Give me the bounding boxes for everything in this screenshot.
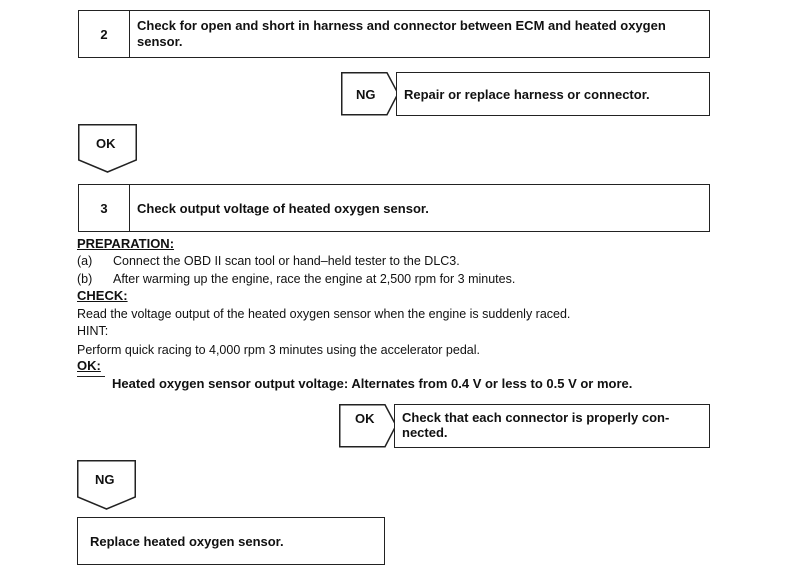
- step-2-text: Check for open and short in harness and …: [137, 18, 666, 49]
- preparation-heading: PREPARATION:: [77, 236, 175, 251]
- step-3-text: Check output voltage of heated oxygen se…: [137, 201, 429, 216]
- ok-spec-rule: [77, 376, 105, 377]
- check-heading: CHECK:: [77, 288, 128, 303]
- ok-label-1: OK: [96, 136, 116, 151]
- check-connector-text-line1: Check that each connector is properly co…: [402, 410, 670, 425]
- ok-label-2: OK: [355, 411, 375, 426]
- check-connector-box: Check that each connector is properly co…: [394, 404, 710, 448]
- step-3-number: 3: [79, 185, 130, 231]
- step-2-box: 2 Check for open and short in harness an…: [78, 10, 710, 58]
- ng-label-1: NG: [356, 87, 376, 102]
- step-2-number: 2: [79, 11, 130, 57]
- prep-item-b-marker: (b): [77, 272, 93, 286]
- ok-down-arrow-1: [78, 124, 137, 173]
- ok-spec-text: Heated oxygen sensor output voltage: Alt…: [112, 376, 633, 391]
- check-text: Read the voltage output of the heated ox…: [77, 307, 571, 321]
- ng-label-2: NG: [95, 472, 115, 487]
- ok-spec-heading: OK:: [77, 358, 101, 373]
- repair-harness-box: Repair or replace harness or connector.: [396, 72, 710, 116]
- step-3-box: 3 Check output voltage of heated oxygen …: [78, 184, 710, 232]
- hint-text: Perform quick racing to 4,000 rpm 3 minu…: [77, 343, 480, 357]
- replace-sensor-box: Replace heated oxygen sensor.: [77, 517, 385, 565]
- repair-harness-text: Repair or replace harness or connector.: [404, 87, 650, 102]
- check-connector-text-line2: nected.: [402, 425, 448, 440]
- ng-arrow-1: [341, 72, 399, 116]
- ng-down-arrow-2: [77, 460, 136, 510]
- prep-item-a-marker: (a): [77, 254, 93, 268]
- replace-sensor-text: Replace heated oxygen sensor.: [90, 534, 284, 549]
- prep-item-b-text: After warming up the engine, race the en…: [113, 272, 516, 286]
- prep-item-a-text: Connect the OBD II scan tool or hand–hel…: [113, 254, 460, 268]
- hint-heading: HINT:: [77, 324, 109, 338]
- ok-arrow-2: [339, 404, 397, 448]
